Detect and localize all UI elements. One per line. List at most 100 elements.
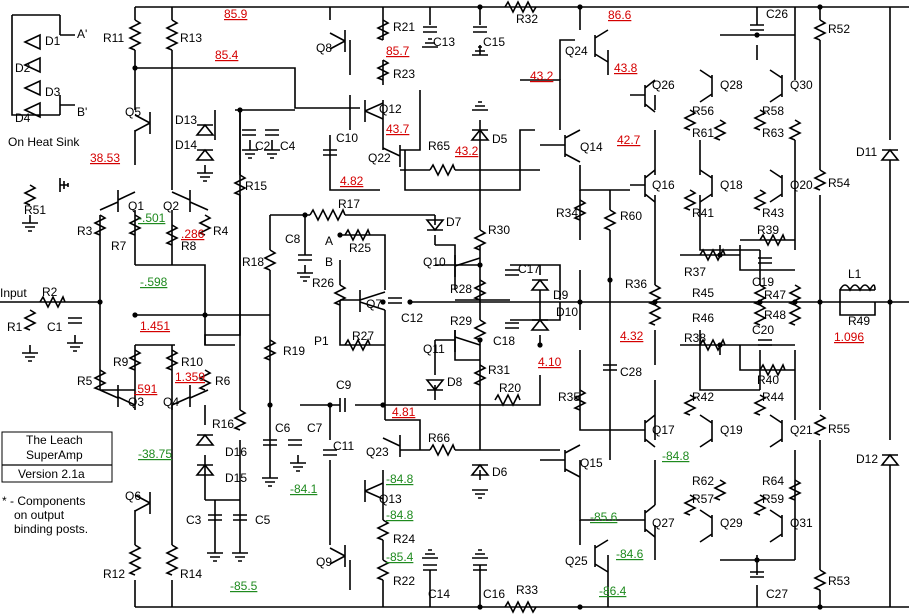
label-c16: C16	[483, 587, 505, 601]
label-q4: Q4	[163, 395, 179, 409]
voltage-43-8: 43.8	[614, 61, 638, 75]
label-q5: Q5	[125, 105, 141, 119]
label-r25: R25	[349, 241, 371, 255]
label-r12: R12	[103, 567, 125, 581]
node-voltages-negative: -.501 -.598 -38.75 -84.1 -84.8 -84.8 -85…	[138, 211, 690, 598]
label-r41: R41	[692, 206, 714, 220]
voltage-neg-84-8-c: -84.8	[662, 449, 690, 463]
label-r35: R35	[558, 390, 580, 404]
voltage-1-096: 1.096	[834, 330, 864, 344]
label-r31: R31	[488, 363, 510, 377]
voltage-4-32: 4.32	[620, 329, 644, 343]
capacitor-glyphs	[68, 24, 772, 578]
label-r32: R32	[516, 12, 538, 26]
label-r7: R7	[111, 239, 127, 253]
label-c19: C19	[752, 275, 774, 289]
voltage-591: .591	[134, 382, 158, 396]
label-d16: D16	[225, 445, 247, 459]
label-r57: R57	[692, 492, 714, 506]
label-q18: Q18	[720, 178, 743, 192]
label-q3: Q3	[128, 395, 144, 409]
label-r42: R42	[692, 390, 714, 404]
label-r40: R40	[757, 373, 779, 387]
label-q26: Q26	[652, 78, 675, 92]
label-r46: R46	[692, 311, 714, 325]
label-c18: C18	[493, 334, 515, 348]
label-d8: D8	[447, 375, 463, 389]
label-r45: R45	[692, 286, 714, 300]
label-q28: Q28	[720, 78, 743, 92]
voltage-neg-85-5: -85.5	[230, 579, 258, 593]
label-c28: C28	[620, 365, 642, 379]
label-c20: C20	[752, 323, 774, 337]
note-line-3: binding posts.	[14, 522, 88, 536]
voltage-85-7: 85.7	[386, 44, 410, 58]
label-r61: R61	[692, 126, 714, 140]
label-r56: R56	[692, 104, 714, 118]
label-q30: Q30	[790, 78, 813, 92]
label-r62: R62	[692, 474, 714, 488]
ground-symbols	[22, 38, 488, 562]
label-c15: C15	[483, 35, 505, 49]
resistor-glyphs	[23, 0, 876, 614]
label-c6: C6	[275, 421, 291, 435]
heatsink-caption: On Heat Sink	[8, 135, 80, 149]
label-r27: R27	[352, 329, 374, 343]
voltage-neg-86-4: -86.4	[599, 584, 627, 598]
label-r55: R55	[828, 422, 850, 436]
label-r49: R49	[848, 314, 870, 328]
label-r18: R18	[242, 255, 264, 269]
label-r33: R33	[516, 583, 538, 597]
label-q23: Q23	[366, 445, 389, 459]
transistor-glyphs	[99, 29, 783, 573]
label-q21: Q21	[790, 423, 813, 437]
heatsink-diode-d2-label: D2	[15, 61, 31, 75]
label-r51: R51	[24, 203, 46, 217]
label-r21: R21	[393, 20, 415, 34]
label-r36: R36	[625, 277, 647, 291]
label-q13: Q13	[379, 492, 402, 506]
label-r29: R29	[450, 314, 472, 328]
label-r54: R54	[828, 176, 850, 190]
label-r44: R44	[762, 390, 784, 404]
voltage-neg-38-75: -38.75	[138, 447, 172, 461]
voltage-neg-84-6: -84.6	[616, 547, 644, 561]
label-r38: R38	[684, 331, 706, 345]
voltage-85-4: 85.4	[215, 48, 239, 62]
title-line-2: SuperAmp	[26, 448, 83, 462]
label-c9: C9	[336, 378, 352, 392]
label-q2: Q2	[163, 199, 179, 213]
label-r11: R11	[103, 31, 124, 45]
label-c3: C3	[186, 513, 202, 527]
label-r59: R59	[762, 492, 784, 506]
voltage-4-82: 4.82	[340, 174, 364, 188]
label-r3: R3	[77, 224, 93, 238]
label-c13: C13	[433, 35, 455, 49]
label-c2: C2	[255, 139, 271, 153]
terminal-a-prime-label: A'	[77, 27, 87, 41]
label-d9: D9	[553, 288, 569, 302]
label-q29: Q29	[720, 516, 743, 530]
label-r65: R65	[428, 139, 450, 153]
label-q7: Q7	[366, 297, 382, 311]
label-d10: D10	[556, 305, 578, 319]
label-c17: C17	[518, 262, 540, 276]
label-r23: R23	[393, 67, 415, 81]
label-r4: R4	[213, 224, 229, 238]
wiring	[0, 6, 909, 608]
label-r37: R37	[684, 265, 706, 279]
note-line-1: * - Components	[2, 494, 85, 508]
label-q15: Q15	[580, 456, 603, 470]
voltage-neg-598: -.598	[140, 275, 168, 289]
label-r39: R39	[757, 223, 779, 237]
input-label: Input	[0, 286, 27, 300]
label-d11: D11	[856, 145, 877, 159]
label-q17: Q17	[652, 423, 675, 437]
label-r5: R5	[77, 374, 93, 388]
voltage-85-9: 85.9	[224, 7, 248, 21]
label-r1: R1	[7, 320, 23, 334]
label-c5: C5	[255, 513, 271, 527]
label-d7: D7	[446, 215, 462, 229]
label-q1: Q1	[128, 199, 144, 213]
label-c27: C27	[766, 587, 788, 601]
